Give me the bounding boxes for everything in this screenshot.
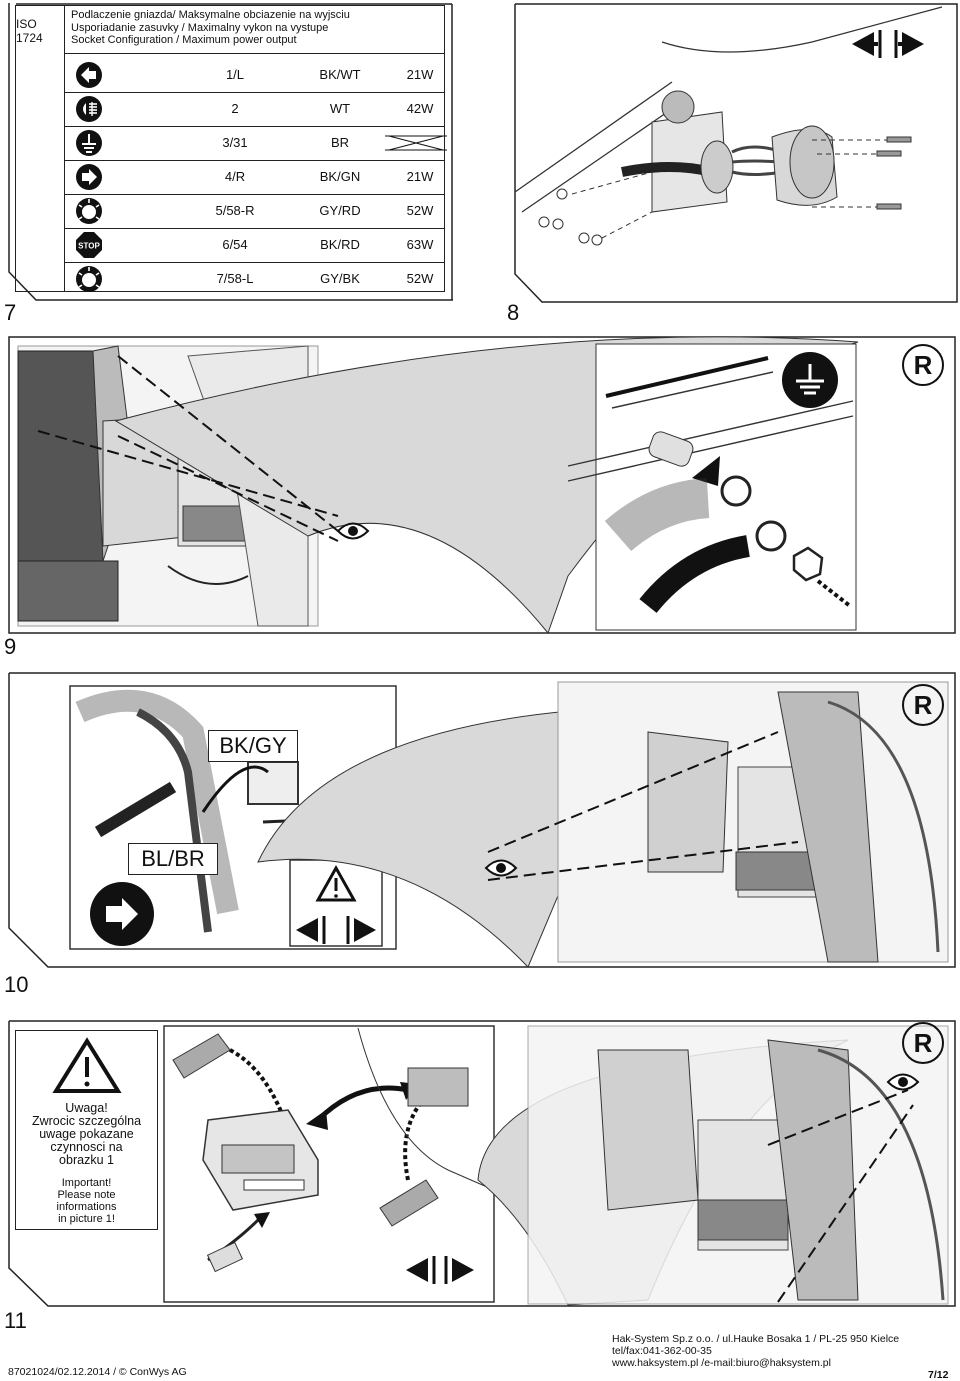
tail-light-icon bbox=[76, 198, 102, 224]
eye-icon bbox=[484, 859, 518, 877]
socket-config-table: ISO 1724 Podlaczenie gniazda/ Maksymalne… bbox=[15, 5, 447, 292]
tighten-arrows-icon bbox=[406, 1256, 474, 1284]
iso-standard-label: ISO 1724 bbox=[16, 6, 65, 55]
warning-text-en: Important! Please note informations in p… bbox=[56, 1177, 117, 1225]
stop-icon: STOP bbox=[76, 232, 102, 258]
svg-text:STOP: STOP bbox=[78, 242, 100, 251]
table-row: 5/58-R GY/RD 52W bbox=[65, 194, 444, 229]
warning-text-pl: Uwaga! Zwrocic szczególna uwage pokazane… bbox=[31, 1101, 142, 1167]
step-number-9: 9 bbox=[4, 634, 17, 659]
table-rows: 1/L BK/WT 21W 2 WT 42W 3/31 BR 4/R BK/GN… bbox=[64, 54, 447, 292]
document-id: 87021024/02.12.2014 / © ConWys AG bbox=[8, 1366, 187, 1378]
registered-mark: R bbox=[902, 344, 944, 386]
eye-icon bbox=[336, 522, 370, 540]
table-row: STOP 6/54 BK/RD 63W bbox=[65, 228, 444, 263]
warning-note-box: Uwaga! Zwrocic szczególna uwage pokazane… bbox=[15, 1030, 158, 1230]
step8-illustration bbox=[514, 3, 958, 303]
no-power-cross-mark bbox=[385, 135, 447, 151]
company-info: Hak-System Sp.z o.o. / ul.Hauke Bosaka 1… bbox=[612, 1333, 900, 1369]
table-row: 7/58-L GY/BK 52W bbox=[65, 262, 444, 296]
step-number-10: 10 bbox=[4, 972, 29, 997]
left-turn-arrow-icon bbox=[76, 62, 102, 88]
table-row: 4/R BK/GN 21W bbox=[65, 160, 444, 195]
step11-illustration bbox=[8, 1020, 956, 1307]
registered-mark: R bbox=[902, 1022, 944, 1064]
warning-icon bbox=[51, 1037, 122, 1093]
step-number-7: 7 bbox=[4, 300, 17, 325]
ground-icon bbox=[782, 352, 838, 408]
warning-icon bbox=[315, 864, 357, 902]
wire-color-label-bottom: BL/BR bbox=[128, 843, 218, 875]
table-row: 2 WT 42W bbox=[65, 92, 444, 127]
wire-color-label-top: BK/GY bbox=[208, 730, 298, 762]
table-header: Podlaczenie gniazda/ Maksymalne obciazen… bbox=[65, 6, 444, 54]
table-row: 1/L BK/WT 21W bbox=[65, 58, 444, 93]
registered-mark: R bbox=[902, 684, 944, 726]
page-number: 7/12 bbox=[928, 1369, 949, 1381]
step-number-11: 11 bbox=[4, 1308, 27, 1333]
step-number-8: 8 bbox=[507, 300, 520, 325]
step9-illustration bbox=[8, 336, 956, 634]
right-turn-arrow-icon bbox=[76, 164, 102, 190]
eye-icon bbox=[886, 1073, 920, 1091]
tighten-arrows-icon bbox=[852, 30, 924, 58]
tail-light-icon bbox=[76, 266, 102, 292]
tighten-arrows-icon bbox=[296, 916, 376, 944]
fog-light-icon bbox=[76, 96, 102, 122]
right-turn-arrow-icon bbox=[90, 882, 154, 946]
step7-corner-bracket bbox=[8, 3, 453, 301]
ground-icon bbox=[76, 130, 102, 156]
step10-illustration bbox=[8, 672, 956, 968]
table-row: 3/31 BR bbox=[65, 126, 447, 161]
